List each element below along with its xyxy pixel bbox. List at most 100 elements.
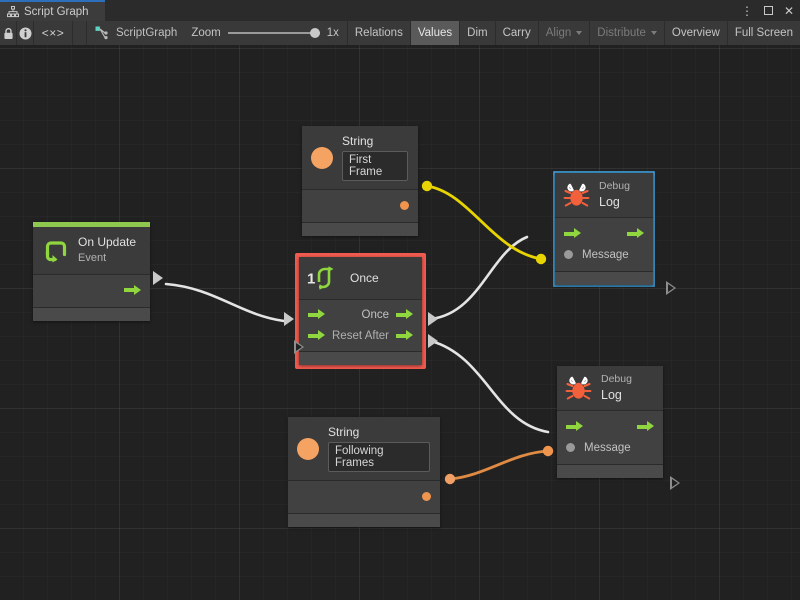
node-subtitle: Event: [78, 252, 107, 264]
code-view-button[interactable]: <×>: [34, 21, 73, 45]
node-string-first-frame[interactable]: String First Frame: [302, 126, 418, 236]
toolbar-button-full-screen[interactable]: Full Screen: [734, 27, 793, 39]
node-header: String Following Frames: [288, 417, 440, 481]
value-input-port-message[interactable]: [566, 443, 575, 453]
value-input-port-message[interactable]: [564, 250, 573, 260]
node-ports: Once Reset After: [299, 300, 422, 352]
node-header-text: Debug Log: [599, 180, 630, 210]
zoom-slider-knob[interactable]: [309, 28, 320, 38]
flow-port-row: [566, 416, 654, 437]
port-row-once: Once: [308, 304, 413, 325]
edge-on-update-to-once: [164, 282, 286, 323]
tab-label: Script Graph: [24, 5, 89, 18]
string-value-input[interactable]: Following Frames: [328, 442, 430, 472]
node-string-following-frames[interactable]: String Following Frames: [288, 417, 440, 527]
graph-name-label: ScriptGraph: [115, 27, 178, 39]
node-on-update[interactable]: On Update Event: [33, 222, 163, 321]
zoom-control[interactable]: Zoom 1x: [187, 21, 348, 45]
info-icon[interactable]: [17, 21, 35, 45]
string-value-icon: [311, 146, 333, 169]
debug-bug-icon: [565, 376, 592, 401]
flow-output-port-after[interactable]: [396, 330, 413, 341]
edge-endpoint-dot: [444, 473, 456, 485]
flow-input-port-reset[interactable]: [308, 330, 325, 341]
flow-input-connector[interactable]: [284, 312, 294, 326]
flow-input-connector-reset[interactable]: [294, 340, 304, 354]
toolbar-button-relations[interactable]: Relations: [348, 21, 411, 45]
toolbar-gap: [73, 21, 87, 45]
node-header: Debug Log: [557, 366, 663, 412]
flow-input-port[interactable]: [566, 421, 583, 432]
toolbar-button-distribute[interactable]: Distribute: [590, 21, 665, 45]
flow-output-connector[interactable]: [670, 476, 680, 490]
node-ports: [288, 481, 440, 514]
flow-output-connector[interactable]: [153, 271, 163, 285]
debug-bug-icon: [563, 183, 590, 208]
node-ports: Message: [555, 218, 653, 273]
kebab-menu-icon[interactable]: ⋮: [740, 3, 753, 18]
node-body-container: Debug Log Message: [557, 366, 663, 479]
flow-input-port[interactable]: [308, 309, 325, 320]
lock-icon[interactable]: [0, 21, 18, 45]
title-bar: Script Graph ⋮ ✕: [0, 0, 800, 21]
edge-endpoint-dot: [421, 180, 433, 192]
node-debug-log-1[interactable]: Debug Log Message: [553, 171, 676, 295]
toolbar-button-align[interactable]: Align: [539, 21, 591, 45]
node-footer: [288, 514, 440, 527]
flow-output-port-once[interactable]: [396, 309, 413, 320]
node-header-text: String First Frame: [342, 134, 408, 181]
string-value-input[interactable]: First Frame: [342, 151, 408, 181]
output-port-row[interactable]: [311, 195, 409, 216]
output-port-row[interactable]: [42, 280, 141, 301]
node-footer: [555, 272, 653, 286]
flow-port-row: [564, 223, 644, 244]
message-port-row: Message: [566, 437, 654, 458]
maximize-icon[interactable]: [763, 6, 773, 15]
value-output-port[interactable]: [400, 201, 409, 210]
toolbar-button-carry[interactable]: Carry: [496, 21, 539, 45]
node-title: Debug: [599, 180, 630, 192]
edge-string-following-frames-to-message: [448, 449, 550, 481]
node-header: 1 Once: [299, 257, 422, 300]
zoom-slider[interactable]: [227, 27, 320, 39]
node-footer: [302, 223, 418, 236]
toolbar-button-values[interactable]: Values: [410, 21, 461, 45]
flow-output-connector-once[interactable]: [428, 312, 438, 326]
node-header-text: Debug Log: [601, 373, 632, 403]
toolbar-button-dim[interactable]: Dim: [460, 21, 496, 45]
flow-output-port[interactable]: [627, 228, 644, 239]
node-once[interactable]: 1 Once: [284, 253, 438, 369]
node-body-container: On Update Event: [33, 222, 150, 321]
flow-output-port[interactable]: [124, 284, 141, 296]
flow-input-port[interactable]: [564, 228, 581, 239]
output-port-label-after: After: [364, 329, 389, 342]
graph-hierarchy-icon: [7, 5, 19, 18]
node-header: On Update Event: [33, 222, 150, 275]
node-body-container: 1 Once: [299, 257, 422, 365]
graph-name-field[interactable]: ScriptGraph: [87, 21, 187, 45]
flow-output-connector-after[interactable]: [428, 334, 438, 348]
input-port-label-reset: Reset: [332, 329, 363, 342]
on-update-loop-icon: [42, 238, 69, 263]
string-value-icon: [297, 437, 319, 460]
node-header-text: On Update Event: [78, 235, 136, 266]
flow-output-port[interactable]: [637, 421, 654, 432]
value-output-port[interactable]: [422, 492, 431, 501]
close-icon[interactable]: ✕: [783, 3, 794, 18]
node-debug-log-2[interactable]: Debug Log Message: [557, 366, 680, 490]
node-footer: [33, 307, 150, 321]
graph-canvas[interactable]: String First Frame: [0, 45, 800, 600]
message-port-row: Message: [564, 244, 644, 265]
node-ports: Message: [557, 411, 663, 466]
window-controls: ⋮ ✕: [741, 0, 794, 21]
input-port-label-message: Message: [584, 441, 631, 454]
flow-output-connector[interactable]: [666, 281, 676, 295]
tab-script-graph[interactable]: Script Graph: [0, 0, 105, 21]
node-ports: [33, 274, 150, 308]
toolbar-button-overview[interactable]: Overview: [665, 21, 728, 45]
output-port-label-once: Once: [361, 308, 390, 321]
input-port-label-message: Message: [582, 248, 629, 261]
svg-text:1: 1: [307, 271, 315, 288]
output-port-row[interactable]: [297, 486, 431, 507]
